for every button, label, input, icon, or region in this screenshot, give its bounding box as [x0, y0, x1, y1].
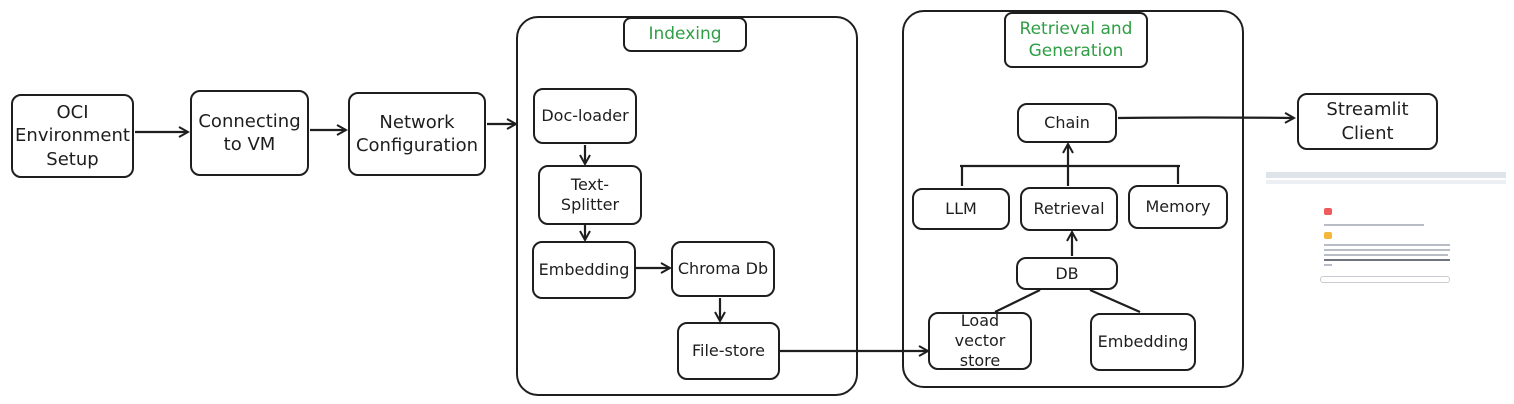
text-splitter-node: Text- Splitter [538, 165, 642, 225]
network-configuration-node: Network Configuration [348, 92, 486, 176]
arrow-chain-to-client [1117, 118, 1294, 119]
text-line [1324, 254, 1448, 256]
memory-node: Memory [1128, 185, 1228, 229]
line-vectorstore-to-db [994, 289, 1041, 313]
streamlit-app-screenshot [1266, 172, 1506, 312]
retrieval-node: Retrieval [1020, 187, 1118, 231]
app-logo-icon [1324, 208, 1332, 215]
connecting-to-vm-node: Connecting to VM [190, 90, 309, 176]
embedding-node: Embedding [532, 241, 636, 299]
text-line [1324, 249, 1450, 251]
chat-input [1320, 276, 1450, 283]
streamlit-client-node: Streamlit Client [1297, 93, 1438, 150]
db-node: DB [1016, 257, 1118, 290]
doc-loader-node: Doc-loader [533, 88, 637, 144]
indexing-title: Indexing [623, 17, 747, 52]
retrieval-generation-title: Retrieval and Generation [1004, 12, 1148, 68]
chain-node: Chain [1017, 103, 1117, 143]
text-line [1324, 259, 1450, 261]
text-line [1324, 224, 1424, 226]
text-line [1324, 244, 1450, 246]
retrieval-generation-group [902, 10, 1244, 388]
assistant-avatar-icon [1324, 232, 1332, 239]
llm-node: LLM [912, 188, 1010, 230]
file-store-node: File-store [677, 322, 780, 380]
line-embedding-to-db [1089, 288, 1141, 314]
oci-environment-setup-node: OCI Environment Setup [11, 94, 134, 178]
bookmarks-bar [1266, 180, 1506, 184]
load-vector-store-node: Load vector store [928, 311, 1032, 370]
browser-toolbar [1266, 172, 1506, 178]
text-line [1324, 264, 1332, 266]
chroma-db-node: Chroma Db [671, 241, 775, 297]
embedding-rg-node: Embedding [1090, 313, 1196, 371]
